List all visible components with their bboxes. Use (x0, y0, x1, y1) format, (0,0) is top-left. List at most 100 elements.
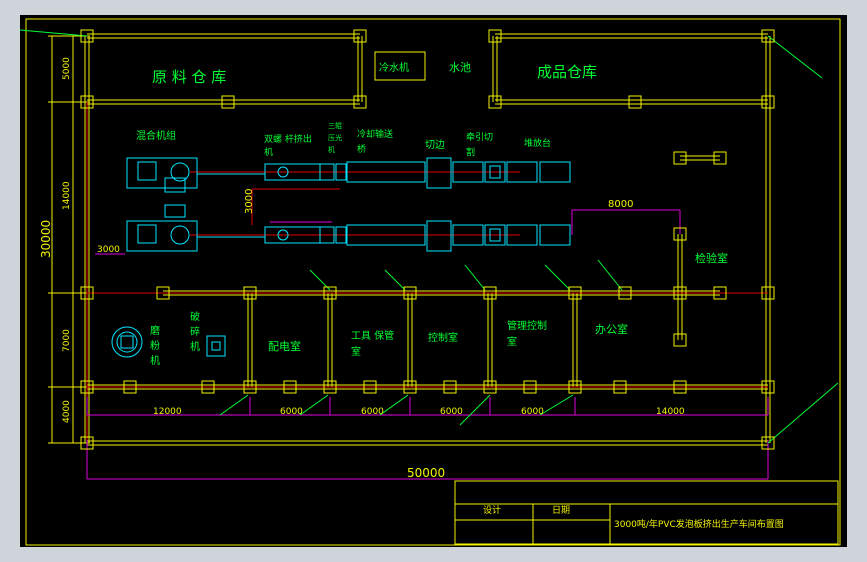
room-management-line2: 室 (507, 335, 517, 348)
calender-1 (319, 163, 335, 181)
mixer-hopper-1 (137, 161, 157, 181)
column (80, 29, 94, 43)
dimension-lines (86, 209, 769, 480)
label-grinder-line3: 机 (150, 354, 160, 367)
haul-off-1 (484, 161, 506, 183)
label-crusher-line1: 破 (190, 310, 200, 323)
leader-line (219, 394, 249, 416)
calender-b-2 (335, 226, 347, 244)
column (613, 380, 627, 394)
column (568, 286, 582, 300)
column (483, 286, 497, 300)
room-chiller: 冷水机 (379, 61, 409, 74)
column (568, 380, 582, 394)
crusher-core (211, 341, 221, 351)
label-crusher-line3: 机 (190, 340, 200, 353)
dim-12000: 12000 (153, 407, 182, 417)
mixer-drum-2 (170, 225, 190, 245)
leader-line (379, 394, 409, 416)
dim-6000-d: 6000 (521, 407, 544, 417)
cutter-2 (489, 228, 501, 242)
sheet-border (25, 18, 841, 546)
column (673, 151, 687, 165)
column (443, 380, 457, 394)
grinder-body (111, 326, 143, 358)
column (761, 95, 775, 109)
leader-line (19, 29, 88, 37)
dim-7000: 7000 (62, 329, 72, 352)
grinder-inner (116, 331, 138, 353)
column (673, 380, 687, 394)
dim-4000: 4000 (62, 400, 72, 423)
room-office: 办公室 (595, 322, 628, 336)
column (323, 286, 337, 300)
dim-6000-a: 6000 (280, 407, 303, 417)
mixer-drum-1 (170, 162, 190, 182)
column (323, 380, 337, 394)
leader-line (767, 35, 823, 79)
column (618, 286, 632, 300)
label-extruder-line1: 双螺 杆挤出 (264, 133, 312, 145)
label-edge-cut: 切边 (425, 139, 445, 151)
column (353, 29, 367, 43)
chiller-box (374, 51, 426, 81)
leader-lines (19, 29, 839, 444)
room-tool-storage-line1: 工具 保管 (351, 329, 394, 342)
column (243, 380, 257, 394)
leader-line (464, 264, 486, 291)
dim-5000: 5000 (62, 57, 72, 80)
column (483, 380, 497, 394)
column (283, 380, 297, 394)
column (80, 380, 94, 394)
equipment-outlines (111, 157, 571, 358)
extruder-screw-2 (277, 229, 289, 241)
cutter-1 (489, 165, 501, 179)
leader-line (299, 394, 329, 416)
calender-2 (319, 226, 335, 244)
column (628, 95, 642, 109)
label-grinder-line1: 磨 (150, 325, 160, 337)
conveyor-2 (452, 224, 484, 246)
column (363, 380, 377, 394)
drawing-title: 3000吨/年PVC发泡板挤出生产车间布置图 (614, 518, 784, 530)
room-control: 控制室 (428, 331, 458, 344)
room-finished-warehouse: 成品仓库 (537, 63, 597, 81)
column (353, 95, 367, 109)
edge-cutter-2 (426, 220, 452, 252)
column (80, 436, 94, 450)
label-crusher-line2: 碎 (190, 325, 200, 338)
dim-14000-bottom: 14000 (656, 407, 685, 417)
dim-6000-b: 6000 (361, 407, 384, 417)
stack-b-2 (539, 224, 571, 246)
edge-cutter-1 (426, 157, 452, 189)
leader-line (597, 259, 623, 291)
stack-a-2 (506, 224, 538, 246)
room-tool-storage-line2: 室 (351, 345, 361, 358)
grinder-core (120, 335, 134, 349)
dim-8000: 8000 (608, 199, 633, 210)
mixer-top-2 (164, 204, 186, 218)
extruder-screw-1 (277, 166, 289, 178)
column (123, 380, 137, 394)
conveyor-1 (452, 161, 484, 183)
title-block (454, 480, 839, 545)
label-calender-line2: 压光 (328, 133, 342, 142)
mixer-top-1 (164, 177, 186, 193)
date-label: 日期 (552, 505, 570, 516)
column (713, 286, 727, 300)
column (156, 286, 170, 300)
mixer-2 (126, 220, 198, 252)
room-power: 配电室 (268, 339, 301, 353)
column (761, 380, 775, 394)
cooling-bridge-1 (346, 161, 426, 183)
stack-a-1 (506, 161, 538, 183)
label-cooling-line1: 冷却输送 (357, 128, 393, 140)
column (713, 151, 727, 165)
label-extruder-line2: 机 (264, 146, 273, 158)
room-inspection: 检验室 (695, 251, 728, 265)
stack-b-1 (539, 161, 571, 183)
design-label: 设计 (483, 504, 501, 516)
room-pool: 水池 (449, 61, 471, 74)
